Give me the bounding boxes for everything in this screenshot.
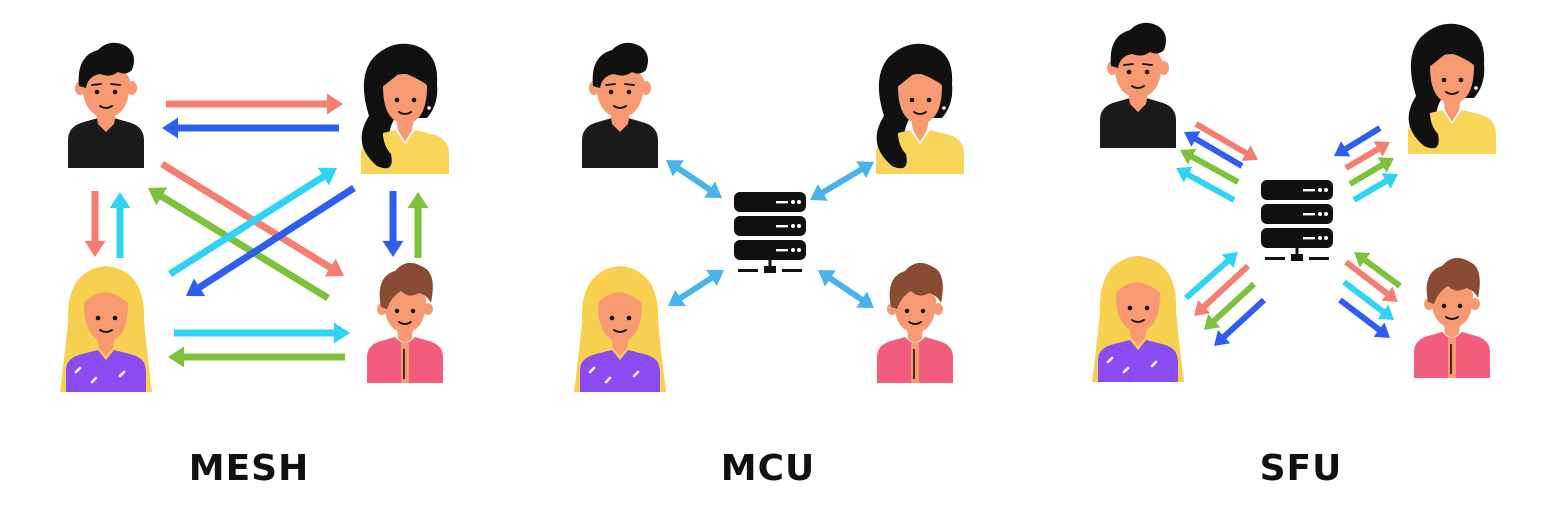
arrow-icon bbox=[1334, 125, 1382, 157]
arrow-icon bbox=[168, 346, 345, 368]
person-man-icon bbox=[67, 41, 145, 169]
arrow-icon bbox=[1184, 252, 1238, 301]
arrow-icon bbox=[382, 191, 404, 257]
person-boy-icon bbox=[366, 261, 444, 384]
arrow-icon bbox=[162, 117, 339, 139]
person-boy-icon bbox=[876, 261, 954, 384]
person-boy-icon bbox=[1413, 256, 1491, 379]
person-woman-icon bbox=[875, 42, 965, 175]
arrow-icon bbox=[109, 192, 131, 258]
arrow-icon bbox=[407, 192, 429, 258]
arrow-icon bbox=[148, 187, 330, 301]
arrow-icon bbox=[1344, 259, 1398, 302]
arrow-icon bbox=[666, 160, 722, 198]
person-man-icon bbox=[1099, 21, 1177, 149]
arrow-icon bbox=[1180, 148, 1240, 185]
person-woman-icon bbox=[360, 42, 450, 175]
arrow-icon bbox=[84, 191, 106, 257]
person-blonde-icon bbox=[572, 264, 668, 394]
arrow-icon bbox=[166, 93, 343, 115]
arrow-icon bbox=[186, 185, 356, 297]
arrow-icon bbox=[1184, 131, 1244, 169]
arrow-icon bbox=[1194, 121, 1258, 161]
arrow-icon bbox=[168, 167, 337, 277]
person-woman-icon bbox=[1407, 22, 1497, 155]
arrow-icon bbox=[1214, 297, 1267, 346]
arrow-icon bbox=[1348, 157, 1394, 187]
arrow-icon bbox=[174, 322, 350, 344]
arrow-icon bbox=[1204, 281, 1257, 330]
arrow-icon bbox=[1338, 297, 1390, 338]
arrow-icon bbox=[160, 161, 344, 277]
arrow-icon bbox=[1352, 173, 1398, 203]
server-icon bbox=[734, 192, 806, 273]
arrow-icon bbox=[1176, 166, 1236, 203]
arrow-icon bbox=[1194, 263, 1251, 316]
mesh-label: MESH bbox=[188, 448, 310, 489]
server-icon bbox=[1261, 180, 1333, 261]
arrow-icon bbox=[1342, 279, 1394, 320]
arrow-icon bbox=[1344, 141, 1390, 171]
arrow-icon bbox=[818, 270, 874, 308]
arrows-layer bbox=[84, 93, 1402, 368]
arrow-icon bbox=[1354, 252, 1402, 289]
person-man-icon bbox=[581, 41, 659, 169]
sfu-label: SFU bbox=[1259, 448, 1343, 489]
person-blonde-icon bbox=[1090, 254, 1186, 384]
person-blonde-icon bbox=[58, 264, 154, 394]
arrow-icon bbox=[810, 161, 874, 201]
arrow-icon bbox=[668, 269, 724, 307]
mcu-label: MCU bbox=[720, 448, 816, 489]
